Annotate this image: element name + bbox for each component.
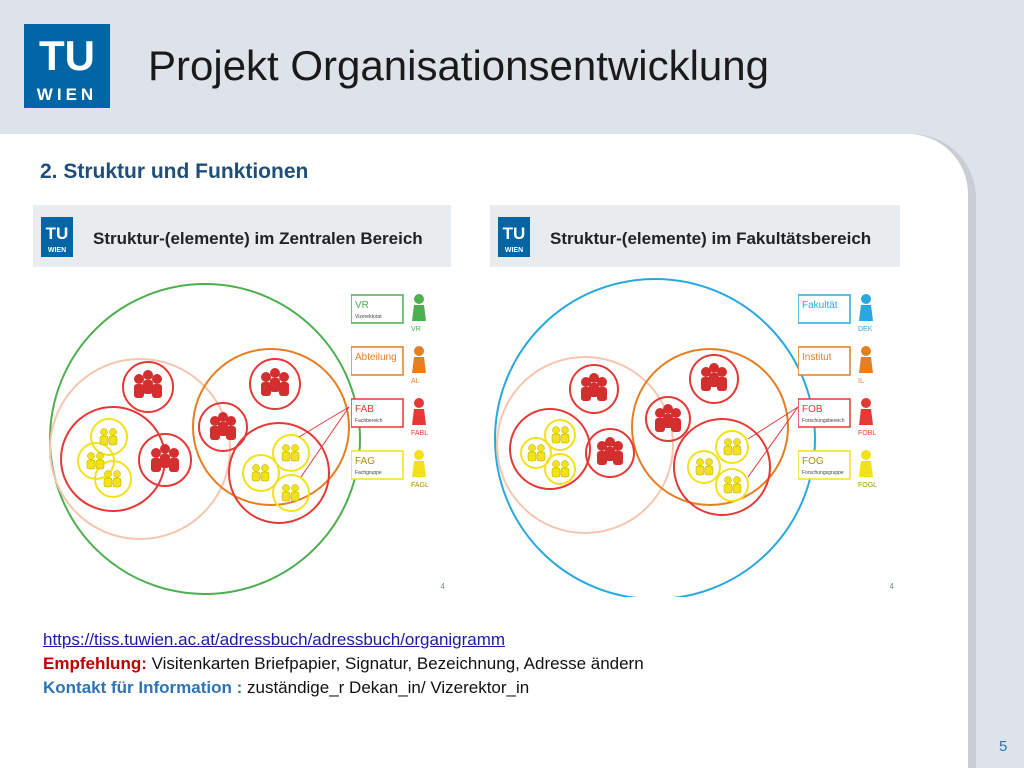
diagram-page-number: 4 [889,582,894,591]
diagram-header: TU WIEN Struktur-(elemente) im Fakultäts… [490,205,900,267]
legend-label: Abteilung [355,352,397,363]
figure-label: IL [858,378,864,385]
logo-text-tu: TU [39,32,95,79]
figure-label: FOGL [858,482,877,489]
diagram-header: TU WIEN Struktur-(elemente) im Zentralen… [33,205,451,267]
legend-box [351,346,404,376]
diagram-faculty-area: TU WIEN Struktur-(elemente) im Fakultäts… [490,205,900,597]
legend-sublabel: Vizerektorat [355,314,382,320]
person-icon [414,346,424,356]
header-background [0,0,1024,134]
person-icon-body [412,305,426,321]
person-icon [861,450,871,460]
legend-label: VR [355,300,369,311]
person-icon-body [412,409,426,425]
contact-text: zuständige_r Dekan_in/ Vizerektor_in [242,678,530,697]
person-icon [414,398,424,408]
svg-text:WIEN: WIEN [505,247,523,254]
legend-box [351,450,404,480]
person-icon-body [859,305,873,321]
legend-label: FOB [802,404,823,415]
person-icon [861,346,871,356]
legend-box [351,398,404,428]
structure-diagram-left [49,283,361,595]
legend-label: Institut [802,352,832,363]
diagram-central-area: TU WIEN Struktur-(elemente) im Zentralen… [33,205,451,597]
person-icon-body [412,357,426,373]
figure-label: DEK [858,326,873,333]
person-icon [861,294,871,304]
figure-label: VR [411,326,421,333]
recommendation-line: Empfehlung: Visitenkarten Briefpapier, S… [43,652,644,676]
legend-label: FAB [355,404,374,415]
svg-text:WIEN: WIEN [48,247,66,254]
legend-sublabel: Forschungsbereich [802,418,845,424]
legend-svg: VRVizerektoratVRAbteilungALFABFachbereic… [351,294,429,489]
figure-label: FOBL [858,430,876,437]
person-icon-body [859,461,873,477]
tu-wien-logo: TU WIEN [24,24,110,108]
svg-text:TU: TU [46,224,69,243]
legend-box [798,450,851,480]
section-subtitle: 2. Struktur und Funktionen [40,160,309,183]
legend-sublabel: Forschungsgruppe [802,470,844,476]
figure-label: FAGL [411,482,429,489]
diagram-page-number: 4 [440,582,445,591]
legend-box [798,346,851,376]
tu-wien-logo: TU WIEN [41,217,73,257]
legend-label: FAG [355,456,375,467]
figure-label: FABL [411,430,428,437]
diagram-title: Struktur-(elemente) im Fakultätsbereich [550,229,872,248]
legend-label: FOG [802,456,824,467]
contact-line: Kontakt für Information : zuständige_r D… [43,676,644,700]
contact-label: Kontakt für Information : [43,678,243,697]
legend-box [798,398,851,428]
legend-box [798,294,851,324]
page-title: Projekt Organisationsentwicklung [148,42,769,89]
person-icon-body [412,461,426,477]
recommendation-label: Empfehlung: [43,654,147,673]
person-icon [861,398,871,408]
logo-text-wien: WIEN [37,85,97,104]
person-icon-body [859,409,873,425]
structure-diagram-right [494,278,816,597]
tu-wien-logo: TU WIEN [498,217,530,257]
legend-sublabel: Fachbereich [355,418,383,424]
info-block: https://tiss.tuwien.ac.at/adressbuch/adr… [43,628,644,700]
person-icon [414,294,424,304]
legend-box [351,294,404,324]
organigram-link[interactable]: https://tiss.tuwien.ac.at/adressbuch/adr… [43,630,506,649]
recommendation-text: Visitenkarten Briefpapier, Signatur, Bez… [146,654,644,673]
person-icon [414,450,424,460]
person-icon-body [859,357,873,373]
legend-sublabel: Fachgruppe [355,470,382,476]
svg-text:TU: TU [503,224,526,243]
slide-number: 5 [999,738,1008,755]
diagram-title: Struktur-(elemente) im Zentralen Bereich [93,229,423,248]
legend-label: Fakultät [802,300,838,311]
figure-label: AL [411,378,420,385]
